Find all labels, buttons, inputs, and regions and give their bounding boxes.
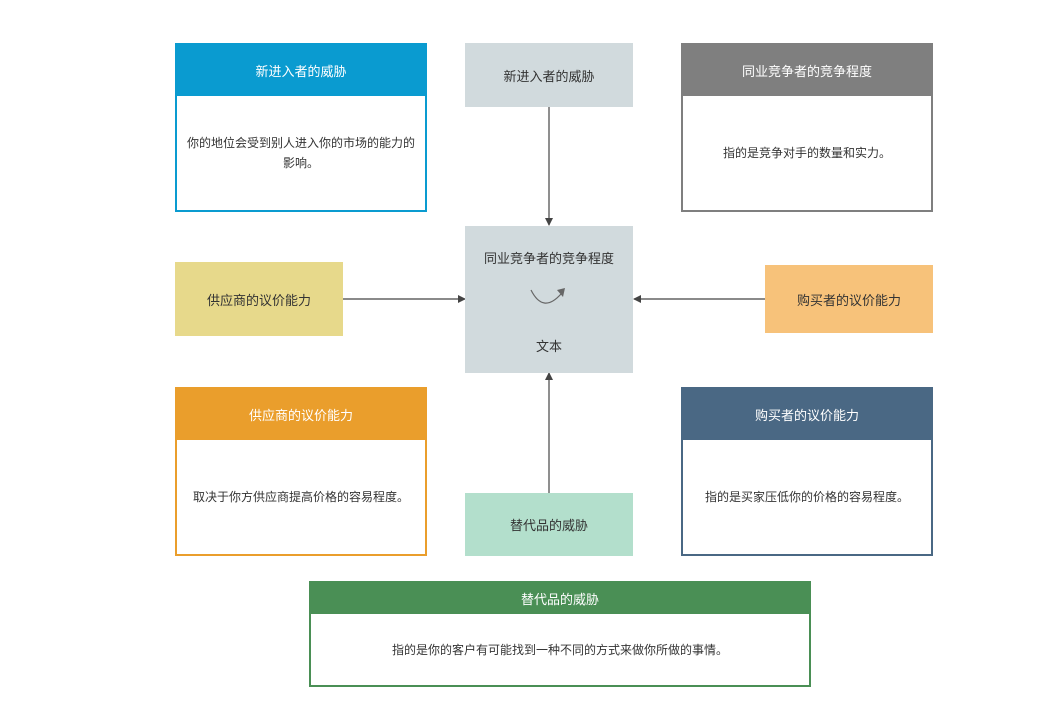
cycle-arrow-icon [530, 288, 565, 304]
card-buyers: 购买者的议价能力 指的是买家压低你的价格的容易程度。 [681, 387, 933, 556]
card-rivalry: 同业竞争者的竞争程度 指的是竞争对手的数量和实力。 [681, 43, 933, 212]
center-text: 文本 [535, 340, 562, 355]
card-substitutes-title: 替代品的威胁 [311, 583, 809, 614]
card-new-entrants-body: 你的地位会受到别人进入你的市场的能力的影响。 [186, 136, 415, 170]
card-suppliers: 供应商的议价能力 取决于你方供应商提高价格的容易程度。 [175, 387, 427, 556]
flow-box-buyers: 购买者的议价能力 [765, 265, 933, 333]
card-suppliers-body: 取决于你方供应商提高价格的容易程度。 [192, 490, 409, 504]
card-buyers-title: 购买者的议价能力 [683, 389, 931, 440]
card-buyers-body: 指的是买家压低你的价格的容易程度。 [704, 490, 909, 504]
flow-box-suppliers: 供应商的议价能力 [175, 262, 343, 336]
card-new-entrants-title: 新进入者的威胁 [177, 45, 425, 96]
card-rivalry-body: 指的是竞争对手的数量和实力。 [722, 146, 891, 160]
flow-box-center: 同业竞争者的竞争程度 文本 [465, 226, 633, 373]
card-suppliers-title: 供应商的议价能力 [177, 389, 425, 440]
card-substitutes: 替代品的威胁 指的是你的客户有可能找到一种不同的方式来做你所做的事情。 [309, 581, 811, 687]
card-rivalry-title: 同业竞争者的竞争程度 [683, 45, 931, 96]
center-title: 同业竞争者的竞争程度 [483, 252, 614, 267]
flow-box-new-entrants: 新进入者的威胁 [465, 43, 633, 107]
card-new-entrants: 新进入者的威胁 你的地位会受到别人进入你的市场的能力的影响。 [175, 43, 427, 212]
card-substitutes-body: 指的是你的客户有可能找到一种不同的方式来做你所做的事情。 [391, 642, 728, 657]
flow-box-substitutes: 替代品的威胁 [465, 493, 633, 556]
